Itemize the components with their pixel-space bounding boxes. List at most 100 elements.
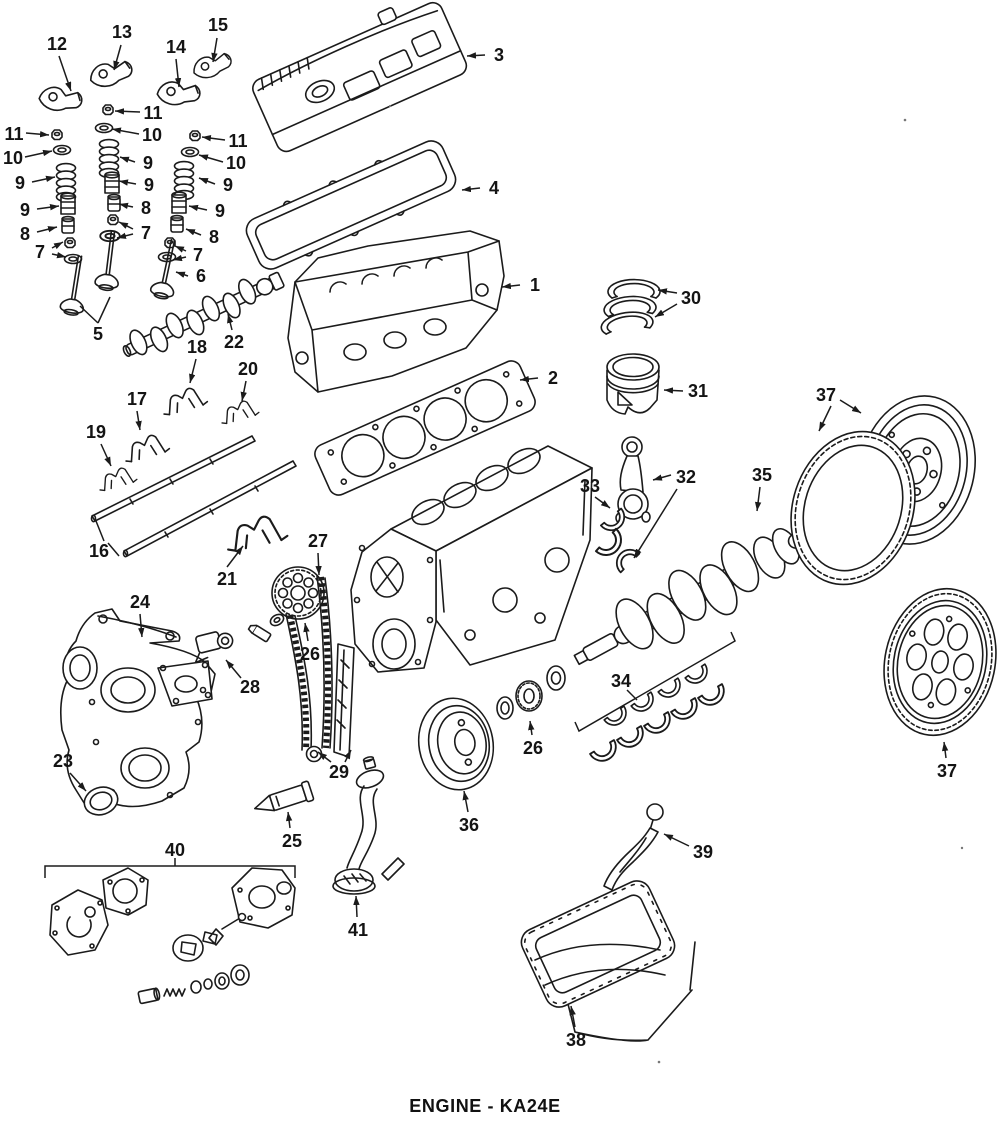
callout-12: 12 (47, 34, 72, 92)
callout-number: 23 (53, 751, 73, 771)
callout-1: 1 (501, 275, 540, 295)
spring-retainer (52, 144, 72, 156)
callout-number: 9 (144, 175, 154, 195)
callout-leader-line (24, 149, 53, 158)
valve-cover (252, 1, 468, 153)
timing-cover (60, 608, 216, 808)
rocker-arm (88, 60, 135, 89)
callout-number: 25 (282, 831, 302, 851)
callout-leader-line (462, 790, 469, 813)
callout-30: 30 (654, 288, 701, 318)
callout-leader-line (107, 542, 120, 557)
callout-leader-line (225, 659, 242, 679)
callout-leader-line (201, 134, 226, 142)
oil-pump-group-bracket (44, 865, 296, 878)
callout-number: 18 (187, 337, 207, 357)
timing-chain (285, 575, 333, 763)
head-gasket (314, 360, 536, 496)
callout-number: 1 (530, 275, 540, 295)
callout-leader-line (226, 545, 244, 568)
callout-number: 37 (816, 385, 836, 405)
callout-36: 36 (459, 790, 479, 835)
callout-leader-line (79, 305, 99, 324)
valve-cover-gasket (245, 140, 457, 270)
callout-27: 27 (308, 531, 328, 576)
callout-leader-line (941, 741, 949, 759)
callout-leader-line (36, 226, 58, 233)
callout-number: 6 (196, 266, 206, 286)
callout-number: 14 (166, 37, 186, 57)
callout-9: 9 (20, 200, 60, 220)
oil-pump-gasket (102, 867, 149, 916)
callout-leader-line (95, 520, 105, 542)
callout-35: 35 (752, 465, 772, 512)
main-bearing (630, 691, 659, 717)
callout-34: 34 (611, 671, 638, 701)
callout-number: 19 (86, 422, 106, 442)
callout-leader-line (189, 358, 197, 384)
callout-5: 5 (79, 296, 111, 344)
callout-10: 10 (3, 148, 53, 168)
callout-38: 38 (566, 1005, 586, 1050)
main-bearing (670, 697, 703, 725)
callout-3: 3 (466, 45, 504, 65)
valve-guide (60, 192, 76, 215)
main-bearing (643, 711, 676, 739)
rocker-arm (36, 83, 85, 117)
spring-retainer (180, 146, 200, 158)
callout-13: 13 (112, 22, 132, 71)
callout-8: 8 (20, 224, 58, 244)
oil-strainer (332, 756, 405, 895)
callout-number: 9 (143, 153, 153, 173)
callout-25: 25 (282, 811, 302, 851)
spring-seat (107, 214, 119, 226)
callout-9: 9 (198, 175, 233, 195)
callout-7: 7 (35, 241, 67, 262)
oil-pump-cover (49, 889, 109, 956)
valve-lock-nut (51, 129, 63, 141)
callout-leader-line (466, 52, 486, 59)
valve-guide (104, 171, 120, 194)
callout-number: 11 (228, 131, 247, 151)
cam-sprocket (271, 566, 325, 620)
callout-number: 7 (35, 242, 45, 262)
callout-leader-line (839, 399, 862, 414)
valve-seal (107, 193, 121, 212)
scan-specks (388, 104, 964, 1064)
chain-tensioner (194, 631, 234, 664)
callout-number: 7 (141, 223, 151, 243)
callout-leader-line (198, 177, 216, 185)
callout-7: 7 (172, 245, 203, 265)
bearing-clamp (221, 511, 290, 554)
callout-41: 41 (348, 895, 368, 940)
callout-number: 36 (459, 815, 479, 835)
callout-16: 16 (89, 520, 120, 561)
callout-8: 8 (185, 227, 219, 247)
callout-24: 24 (130, 592, 150, 638)
callout-leader-line (211, 37, 218, 63)
callout-leader-line (51, 251, 67, 259)
callout-9: 9 (188, 201, 225, 221)
chain-guide (333, 643, 355, 758)
callout-10: 10 (111, 125, 162, 145)
callout-leader-line (198, 154, 224, 163)
callout-number: 15 (208, 15, 228, 35)
callout-leader-line (113, 44, 122, 71)
bearing-clamp (158, 383, 209, 417)
callout-37: 37 (937, 741, 957, 781)
front-oil-seal (83, 786, 119, 816)
main-bearing-set (574, 631, 736, 767)
callout-number: 11 (143, 103, 162, 123)
cylinder-head (287, 230, 505, 393)
callout-19: 19 (86, 422, 112, 467)
callout-number: 39 (693, 842, 713, 862)
callout-26: 26 (300, 622, 320, 664)
spring-retainer (94, 122, 114, 134)
callout-leader-line (227, 313, 234, 331)
callout-leader-line (185, 228, 202, 236)
callout-number: 9 (15, 173, 25, 193)
callout-number: 40 (165, 840, 185, 860)
